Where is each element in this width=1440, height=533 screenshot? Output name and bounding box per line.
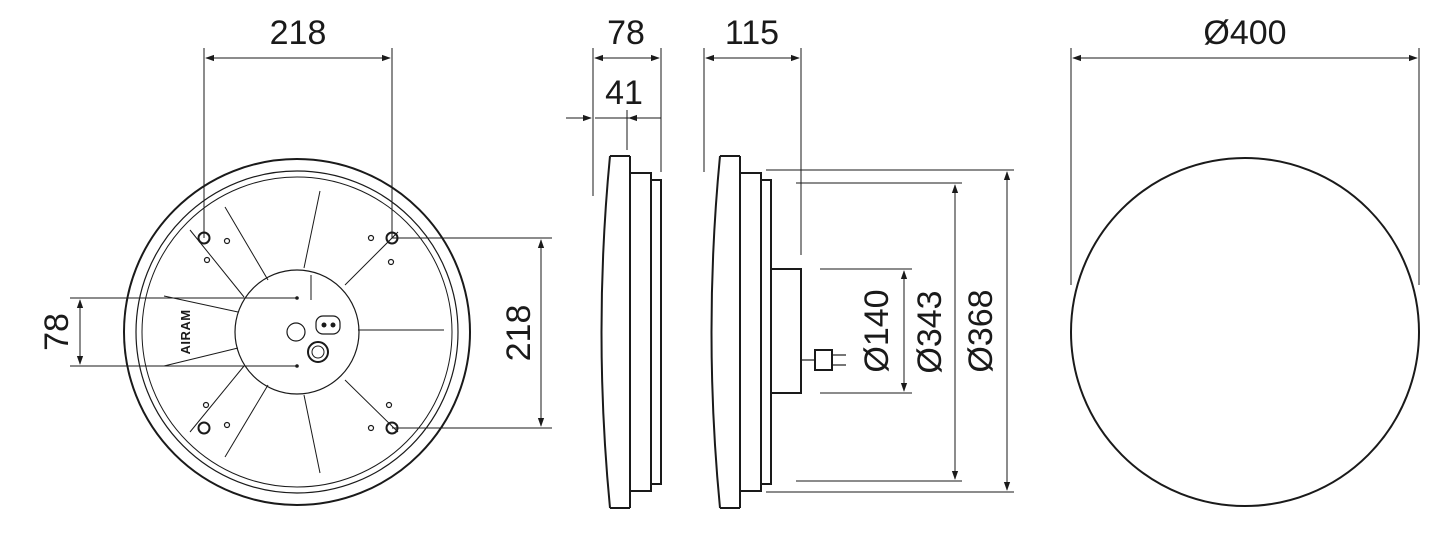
body-ring-b (739, 172, 762, 492)
brand-label: AIRAM (178, 309, 193, 354)
bottom-view: AIRAM 218 218 78 (38, 14, 552, 506)
dimension-dia-140-label: Ø140 (858, 289, 896, 372)
outer-rim (123, 158, 471, 506)
dimension-41-label: 41 (605, 74, 643, 112)
dimension-218-vertical: 218 (392, 237, 552, 429)
fixture-outline (1070, 157, 1420, 507)
side-view-a: 78 41 (566, 14, 662, 509)
diffuser-profile (600, 155, 611, 509)
diffuser-profile-b (710, 155, 721, 509)
dimension-218-height-label: 218 (500, 305, 538, 362)
dimension-218-width-label: 218 (270, 14, 327, 52)
connector-block (315, 315, 341, 335)
side-view-b: 115 Ø140 Ø343 Ø368 (703, 14, 1014, 509)
dimension-78-depth-label: 78 (607, 14, 645, 52)
dimension-218-horizontal: 218 (203, 14, 393, 238)
diffuser-edge (141, 176, 453, 488)
top-view: Ø400 (1070, 14, 1420, 507)
dimension-dia-343-label: Ø343 (911, 290, 949, 373)
center-hub (234, 269, 360, 395)
dimension-dia-368-label: Ø368 (962, 289, 1000, 372)
base-plate-b (760, 179, 772, 485)
cable-entry-hole (286, 322, 306, 342)
driver-box (770, 268, 802, 394)
dimension-dia-400-label: Ø400 (1203, 14, 1286, 52)
dimension-115-label: 115 (725, 14, 779, 52)
base-plate (650, 179, 662, 485)
dimension-78-hub: 78 (38, 297, 297, 367)
inner-rim (135, 170, 459, 494)
cable-grommet (307, 341, 329, 363)
mounting-plate-ribs (163, 190, 444, 474)
body-ring (629, 172, 652, 492)
dimension-78-hub-label: 78 (38, 313, 76, 351)
plug (814, 349, 833, 371)
